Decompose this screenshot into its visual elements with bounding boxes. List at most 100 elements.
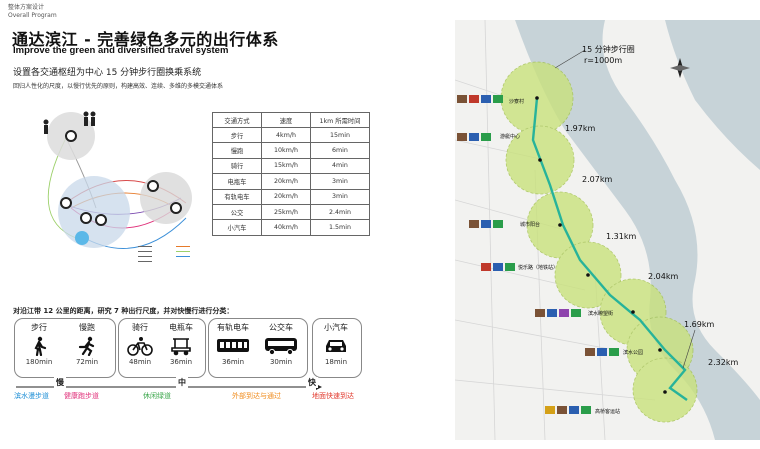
page-title: 通达滨江 - 完善绿色多元的出行体系	[12, 30, 279, 49]
transit-icon-badges	[457, 95, 619, 414]
table-cell: 骑行	[212, 157, 262, 175]
table-cell: 小汽车	[212, 219, 262, 236]
mode-time: 36min	[169, 358, 193, 366]
compass-icon	[670, 58, 690, 78]
scale-mid: 中	[176, 377, 188, 388]
mode-label: 步行	[31, 323, 47, 332]
running-icon	[78, 336, 95, 356]
mode-label: 小汽车	[324, 323, 348, 332]
mode-label: 电瓶车	[169, 323, 193, 332]
tram-icon	[217, 339, 249, 352]
diagram-right-circle	[140, 172, 192, 224]
station-dots	[535, 96, 667, 394]
station-label: 滨水公园	[623, 350, 644, 356]
section-header-en: Overall Program	[8, 12, 57, 19]
station-label: 沙寮村	[509, 99, 525, 105]
category-waterfront: 滨水漫步道	[14, 392, 49, 400]
distance-label: 1.97km	[565, 124, 596, 133]
map-radius-label: r=1000m	[584, 56, 623, 65]
station-label: 滨水瞭望街	[588, 311, 614, 317]
table-cell: 15km/h	[261, 157, 311, 175]
table-cell: 4km/h	[261, 126, 311, 144]
distance-label: 2.07km	[582, 175, 613, 184]
golf-cart-icon	[171, 338, 191, 356]
mode-label: 有轨电车	[217, 323, 249, 332]
mode-time: 180min	[25, 358, 53, 366]
mode-time: 30min	[269, 358, 293, 366]
scale-slow: 慢	[54, 377, 66, 388]
mode-bike: 骑行 48min	[120, 322, 160, 366]
table-header: 1km 所需时间	[310, 112, 370, 128]
table-header: 交通方式	[212, 112, 262, 128]
lead-text: 设置各交通枢纽为中心 15 分钟步行圈换乘系统	[13, 68, 202, 78]
table-cell: 4min	[310, 157, 370, 175]
mode-run: 慢跑 72min	[64, 322, 110, 366]
table-cell: 步行	[212, 126, 262, 144]
table-cell: 10km/h	[261, 142, 311, 159]
group-box-car	[312, 318, 362, 378]
mode-walk: 步行 180min	[16, 322, 62, 366]
category-fast: 地面快速到达	[312, 392, 354, 400]
table-cell: 1.5min	[310, 219, 370, 236]
table-cell: 电瓶车	[212, 173, 262, 190]
table-cell: 15min	[310, 126, 370, 144]
bus-icon	[265, 338, 297, 356]
mode-time: 48min	[128, 358, 152, 366]
table-cell: 40km/h	[261, 219, 311, 236]
diagram-legend	[138, 246, 190, 262]
mode-bus: 公交车 30min	[258, 322, 304, 366]
map-circle-label: 15 分钟步行圈	[582, 45, 635, 54]
mode-network-diagram	[43, 111, 192, 262]
table-cell: 公交	[212, 203, 262, 221]
station-label: 城市阳台	[520, 222, 541, 228]
mode-label: 公交车	[269, 323, 293, 332]
page-subtitle-en: Improve the green and diversified travel…	[13, 45, 229, 56]
scale-fast: 快	[306, 377, 318, 388]
walking-icon	[34, 336, 47, 356]
mode-car: 小汽车 18min	[314, 322, 358, 366]
group-box-public	[208, 318, 308, 378]
metro-hub-marker	[75, 231, 89, 245]
note-text: 回归人性化的尺度，以慢行优先的原则，构建高效、连续、多维的多模交通体系	[13, 83, 224, 90]
table-header-row: 交通方式 速度 1km 所需时间	[212, 112, 370, 128]
table-cell: 20km/h	[261, 188, 311, 205]
station-label: 悦乐路（地铁站）	[518, 265, 559, 271]
river-upper	[665, 20, 760, 170]
diagram-main-circle	[58, 176, 130, 248]
table-cell: 6min	[310, 142, 370, 159]
table-cell: 慢跑	[212, 142, 262, 159]
comparison-title: 对沿江带 12 公里的距离，研究 7 种出行尺度，并对快慢行进行分类：	[13, 307, 234, 315]
car-icon	[326, 340, 346, 352]
station-label: 游艇中心	[500, 134, 521, 140]
table-cell: 3min	[310, 173, 370, 190]
mode-time: 36min	[221, 358, 245, 366]
node-icons	[60, 130, 182, 226]
category-jogging: 健康跑步道	[64, 392, 99, 400]
mode-label: 慢跑	[79, 323, 95, 332]
route-line	[531, 97, 688, 401]
distance-label: 2.04km	[648, 272, 679, 281]
section-header: 整体方案设计 Overall Program	[8, 4, 57, 20]
station-label: 高桥客运站	[595, 409, 621, 415]
category-external: 外部到达与通过	[232, 392, 281, 400]
mode-time: 72min	[75, 358, 99, 366]
route-map	[455, 20, 760, 440]
callout-lines	[554, 49, 696, 369]
mode-tram: 有轨电车 36min	[210, 322, 256, 366]
table-header: 速度	[261, 112, 311, 128]
mode-ecart: 电瓶车 36min	[160, 322, 202, 366]
mode-time: 18min	[324, 358, 348, 366]
river	[515, 20, 760, 440]
table-cell: 有轨电车	[212, 188, 262, 205]
mode-label: 骑行	[132, 323, 148, 332]
distance-label: 1.31km	[606, 232, 637, 241]
table-cell: 25km/h	[261, 203, 311, 221]
